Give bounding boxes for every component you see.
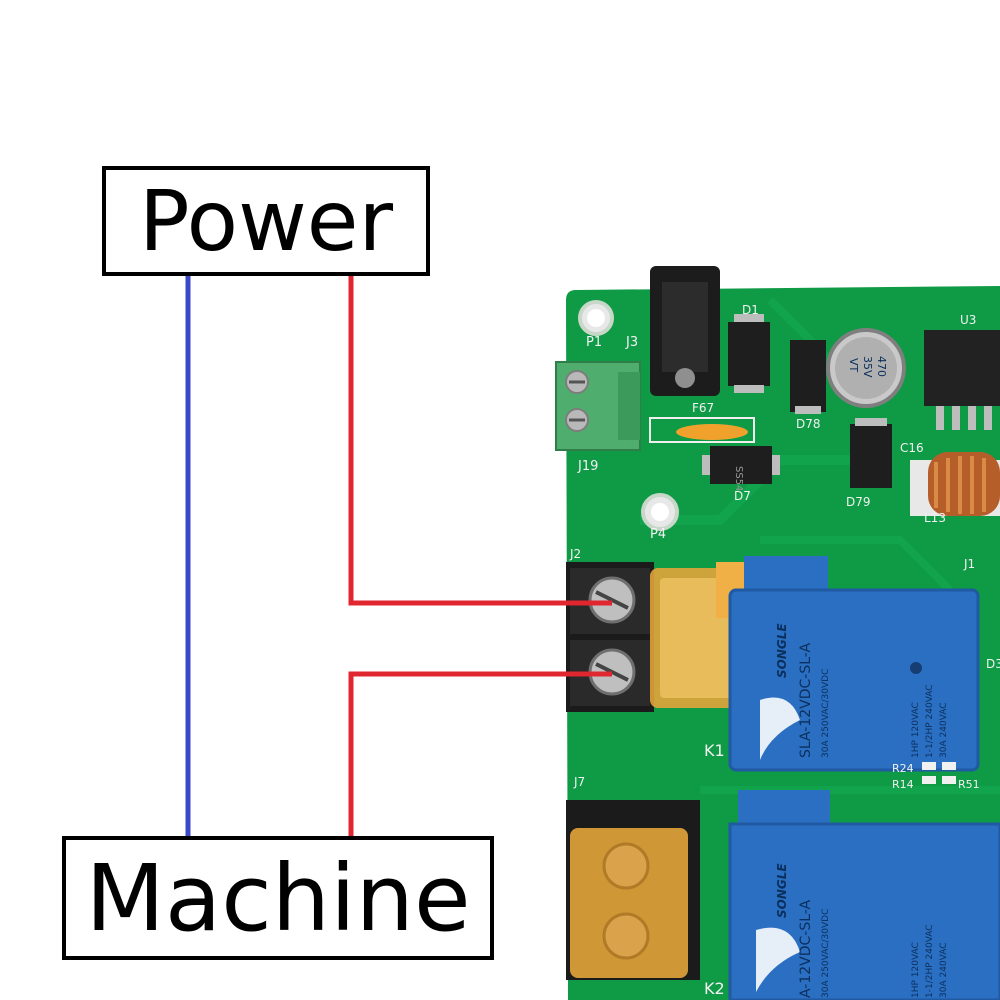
relay-k1-model: SLA-12VDC-SL-A <box>798 642 814 758</box>
relay-k2-rating-4: 30A 240VAC <box>939 942 949 998</box>
machine-label: Machine <box>62 836 494 960</box>
capacitor-value: 470 <box>875 356 888 377</box>
label-d3: D3 <box>986 657 1000 671</box>
capacitor-series: VT <box>847 358 860 373</box>
label-j3: J3 <box>625 335 638 350</box>
diode-d7-marking: SS54 <box>733 466 744 491</box>
terminal-block-j7 <box>566 800 700 980</box>
diode-d78 <box>790 340 826 414</box>
relay-k1-markings: SONGLE SLA-12VDC-SL-A 30A 250VAC/30VDC 1… <box>775 623 949 758</box>
pcb-board: P1 J3 D1 U3 F67 D78 C16 J19 D7 D79 L13 P… <box>555 266 1000 1000</box>
relay-k2-rating-1: 30A 250VAC/30VDC <box>821 909 831 998</box>
terminal-block-j2 <box>566 562 746 712</box>
label-d78: D78 <box>796 417 821 431</box>
relay-k2-rating-2: 1HP 120VAC <box>911 942 921 998</box>
label-p1: P1 <box>586 335 602 350</box>
relay-k2-markings: SONGLE A-12VDC-SL-A 30A 250VAC/30VDC 1HP… <box>775 863 949 998</box>
capacitor-470uf <box>826 328 906 408</box>
relay-k2-model: A-12VDC-SL-A <box>798 899 814 998</box>
fuse-f67 <box>649 417 755 443</box>
label-d1: D1 <box>742 303 759 317</box>
mounting-hole-p1 <box>578 300 614 336</box>
inductor-l13 <box>910 452 1000 516</box>
label-j2: J2 <box>569 547 581 561</box>
label-j19: J19 <box>577 459 598 474</box>
live-wire-power-to-relay <box>348 276 612 606</box>
label-u3: U3 <box>960 313 976 327</box>
diode-d79 <box>850 418 892 488</box>
label-d79: D79 <box>846 495 871 509</box>
label-j7: J7 <box>573 775 585 789</box>
label-k1: K1 <box>704 741 725 760</box>
regulator-u3 <box>924 330 1000 430</box>
relay-k1-rating-2: 1HP 120VAC <box>911 702 921 758</box>
label-d7: D7 <box>734 489 751 503</box>
smd-resistors <box>922 762 956 784</box>
dc-jack-j3 <box>650 266 720 396</box>
label-f67: F67 <box>692 401 714 415</box>
label-l13: L13 <box>924 511 946 525</box>
diode-d1 <box>728 314 770 393</box>
label-k2: K2 <box>704 979 725 998</box>
relay-k2-rating-3: 1-1/2HP 240VAC <box>925 924 935 998</box>
relay-k1 <box>728 556 980 772</box>
label-j1: J1 <box>963 557 975 571</box>
relay-k1-rating-4: 30A 240VAC <box>939 702 949 758</box>
label-r14: R14 <box>892 778 914 791</box>
diode-d7 <box>702 446 780 484</box>
relay-k1-rating-1: 30A 250VAC/30VDC <box>821 669 831 758</box>
label-p4: P4 <box>650 527 666 542</box>
live-wire-relay-to-machine <box>348 671 612 836</box>
power-label: Power <box>102 166 430 276</box>
mounting-hole-p4 <box>641 493 679 531</box>
relay-k1-rating-3: 1-1/2HP 240VAC <box>925 684 935 758</box>
label-c16: C16 <box>900 441 924 455</box>
label-r51: R51 <box>958 778 980 791</box>
screw-terminal-top <box>588 576 636 624</box>
capacitor-marking: 470 35V VT <box>847 356 888 378</box>
terminal-block-j19 <box>555 361 641 451</box>
label-r24: R24 <box>892 762 914 775</box>
relay-k1-brand: SONGLE <box>775 623 789 678</box>
relay-k2-brand: SONGLE <box>775 863 789 918</box>
wires <box>185 276 612 836</box>
relay-k2 <box>728 790 1000 1000</box>
capacitor-voltage: 35V <box>861 356 874 378</box>
